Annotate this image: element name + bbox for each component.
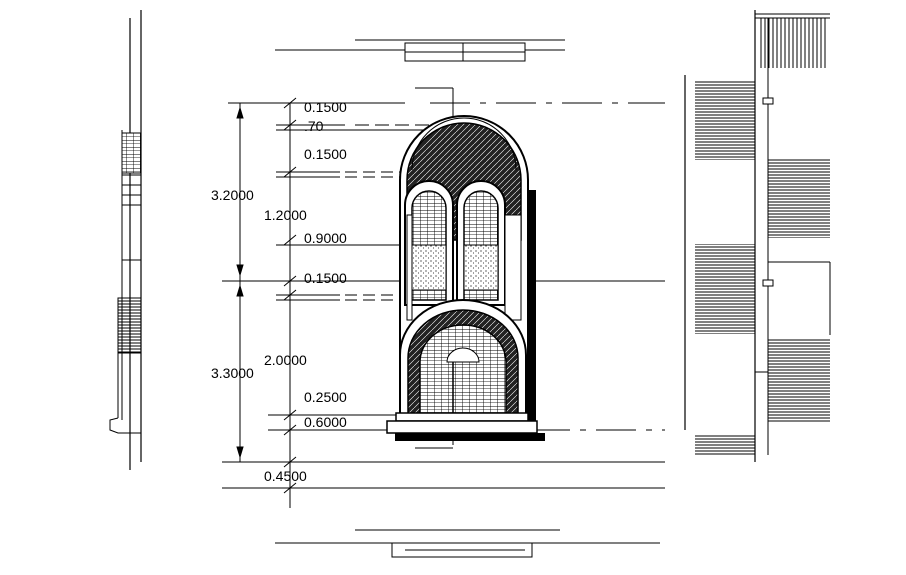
dim-0150-c: 0.1500 [304, 270, 347, 286]
left-side-section [109, 10, 142, 470]
right-side-section [684, 10, 831, 462]
dim-total-upper: 3.2000 [211, 187, 254, 203]
dim-0600: 0.6000 [304, 414, 347, 430]
dim-1200: 1.2000 [264, 207, 307, 223]
dim-total-lower: 3.3000 [211, 365, 254, 381]
dim-0250: 0.2500 [304, 389, 347, 405]
dim-0150-top: 0.1500 [304, 99, 347, 115]
top-plan-view [275, 39, 565, 62]
dimension-labels: 3.2000 3.3000 0.1500 .70 0.1500 1.2000 0… [211, 99, 347, 484]
dim-0900: 0.9000 [304, 230, 347, 246]
dim-070: .70 [304, 118, 324, 134]
dim-2000: 2.0000 [264, 352, 307, 368]
dim-0150-b: 0.1500 [304, 146, 347, 162]
dim-0450: 0.4500 [264, 468, 307, 484]
arched-window [386, 115, 545, 441]
bottom-plan-view [275, 529, 660, 558]
